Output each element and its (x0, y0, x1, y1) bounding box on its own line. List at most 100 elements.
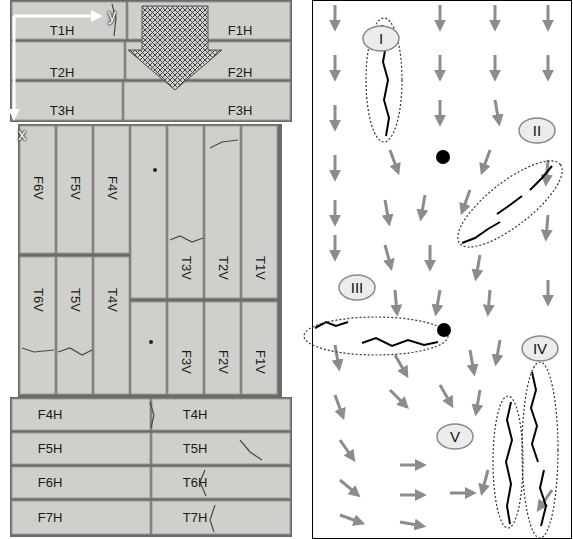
photo-background (18, 124, 282, 397)
specimen-piece (12, 2, 126, 39)
specimen-label: F7H (38, 510, 63, 525)
specimen-label: T1H (50, 23, 75, 38)
specimen-piece (12, 399, 150, 430)
flow-arrow (482, 150, 490, 171)
specimen-label: F5H (38, 441, 63, 456)
specimen-label: T4V (105, 288, 120, 312)
specimen-piece (12, 467, 150, 498)
flow-arrow (439, 55, 442, 77)
specimen-piece (131, 126, 166, 298)
flow-arrow (340, 515, 361, 523)
callout-number: V (450, 428, 460, 445)
flow-arrow (429, 245, 432, 267)
specimen-label: F5V (68, 176, 83, 200)
specimen-piece (242, 302, 277, 394)
specimen-piece (152, 467, 290, 498)
axis-arrow (13, 16, 16, 116)
flow-arrow (494, 5, 497, 27)
specimen-piece (152, 433, 290, 464)
callout-number: IV (533, 340, 547, 357)
crack-zone (446, 147, 573, 260)
specimen-piece (94, 126, 129, 253)
callout-outline (522, 336, 558, 361)
flow-arrow (334, 155, 337, 177)
flow-arrow (335, 345, 339, 367)
flow-arrow (470, 350, 474, 372)
flow-arrow (495, 100, 499, 122)
photo-background (10, 0, 292, 122)
axis-label: y (108, 8, 116, 23)
crack-zone (304, 317, 448, 355)
flow-arrow (334, 200, 337, 222)
roman-callout: II (518, 117, 556, 144)
flow-arrow (546, 215, 548, 237)
specimen-label: T4H (183, 407, 208, 422)
specimen-label: F1H (228, 23, 253, 38)
crack-zone (493, 396, 523, 528)
specimen-label: F3H (228, 103, 253, 118)
specimen-label: F6V (31, 176, 46, 200)
callout-number: II (533, 122, 541, 139)
specimen-label: T5V (68, 288, 83, 312)
flow-arrow (476, 255, 480, 277)
crack-line (531, 372, 538, 462)
specimen-crack (170, 236, 203, 242)
specimen-crack (58, 348, 92, 355)
flow-arrow (482, 470, 488, 491)
specimen-piece (94, 257, 129, 394)
specimen-piece (242, 126, 277, 298)
flow-arrow (334, 5, 337, 27)
photo-background (10, 397, 292, 537)
specimen-crack (150, 402, 154, 428)
specimen-label: T6H (183, 475, 208, 490)
callout-number: III (351, 279, 364, 296)
flow-arrow (395, 290, 397, 312)
flow-arrow (496, 340, 500, 362)
specimen-label: T2V (216, 256, 231, 280)
flow-arrow (439, 100, 442, 122)
flow-arrow (390, 390, 406, 406)
specimen-piece (168, 302, 203, 394)
crack-zone (522, 362, 558, 538)
specimen-piece (20, 126, 55, 253)
crack-line (462, 222, 500, 243)
specimen-label: T7H (183, 510, 208, 525)
flow-arrow (334, 105, 337, 127)
flow-arrow (440, 385, 451, 404)
flow-arrow (450, 492, 472, 495)
specimen-label: F2H (228, 65, 253, 80)
specimen-piece (12, 433, 150, 464)
specimen-label: T3H (50, 103, 75, 118)
flow-arrow (390, 150, 398, 171)
specimen-crack (240, 440, 262, 460)
flow-arrow (547, 55, 550, 77)
flow-arrow (395, 355, 406, 374)
specimen-piece (152, 399, 290, 430)
axis-label: x (18, 127, 26, 142)
flow-arrow (335, 395, 343, 416)
sensor-dot (153, 168, 157, 172)
callout-outline (437, 424, 473, 449)
specimen-piece (124, 82, 290, 120)
specimen-label: T2H (50, 65, 75, 80)
flow-arrow (385, 200, 389, 222)
flow-arrow (439, 5, 442, 27)
callout-number: I (379, 30, 383, 47)
flow-arrow (494, 55, 497, 77)
specimen-piece (152, 501, 290, 534)
specimen-piece (205, 302, 240, 394)
specimen-label: F4H (38, 407, 63, 422)
specimen-piece (57, 257, 92, 394)
specimen-piece (57, 126, 92, 253)
crack-line (540, 470, 546, 526)
specimen-crack (210, 140, 238, 148)
flow-arrow (488, 290, 490, 312)
axis-arrow (14, 15, 98, 18)
sensor-dot (436, 150, 450, 164)
flow-arrow (400, 522, 422, 526)
crack-line (530, 166, 552, 190)
specimen-piece (168, 126, 203, 298)
flow-arrow (547, 280, 550, 302)
